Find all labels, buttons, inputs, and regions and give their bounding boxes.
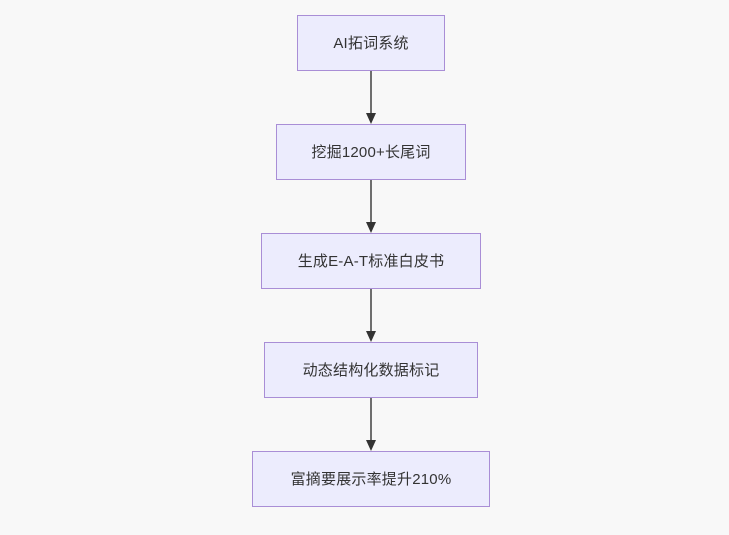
node-label: 生成E-A-T标准白皮书 [297, 252, 445, 270]
node-label: 富摘要展示率提升210% [290, 470, 452, 488]
flowchart-node-mine-longtail-keywords[interactable]: 挖掘1200+长尾词 [276, 124, 466, 180]
arrowhead-icon [366, 331, 376, 342]
arrowhead-icon [366, 222, 376, 233]
flowchart-node-rich-snippet-rate-increase[interactable]: 富摘要展示率提升210% [252, 451, 490, 507]
edge-n1-n2 [366, 71, 376, 124]
node-label: 动态结构化数据标记 [302, 361, 440, 379]
flowchart-node-ai-keyword-system[interactable]: AI拓词系统 [297, 15, 445, 71]
edge-n4-n5 [366, 398, 376, 451]
arrowhead-icon [366, 113, 376, 124]
node-label: 挖掘1200+长尾词 [311, 143, 431, 161]
flowchart-node-generate-eat-whitepaper[interactable]: 生成E-A-T标准白皮书 [261, 233, 481, 289]
flowchart-node-dynamic-structured-data-markup[interactable]: 动态结构化数据标记 [264, 342, 478, 398]
arrowhead-icon [366, 440, 376, 451]
edge-n3-n4 [366, 289, 376, 342]
node-label: AI拓词系统 [333, 34, 409, 52]
edge-n2-n3 [366, 180, 376, 233]
